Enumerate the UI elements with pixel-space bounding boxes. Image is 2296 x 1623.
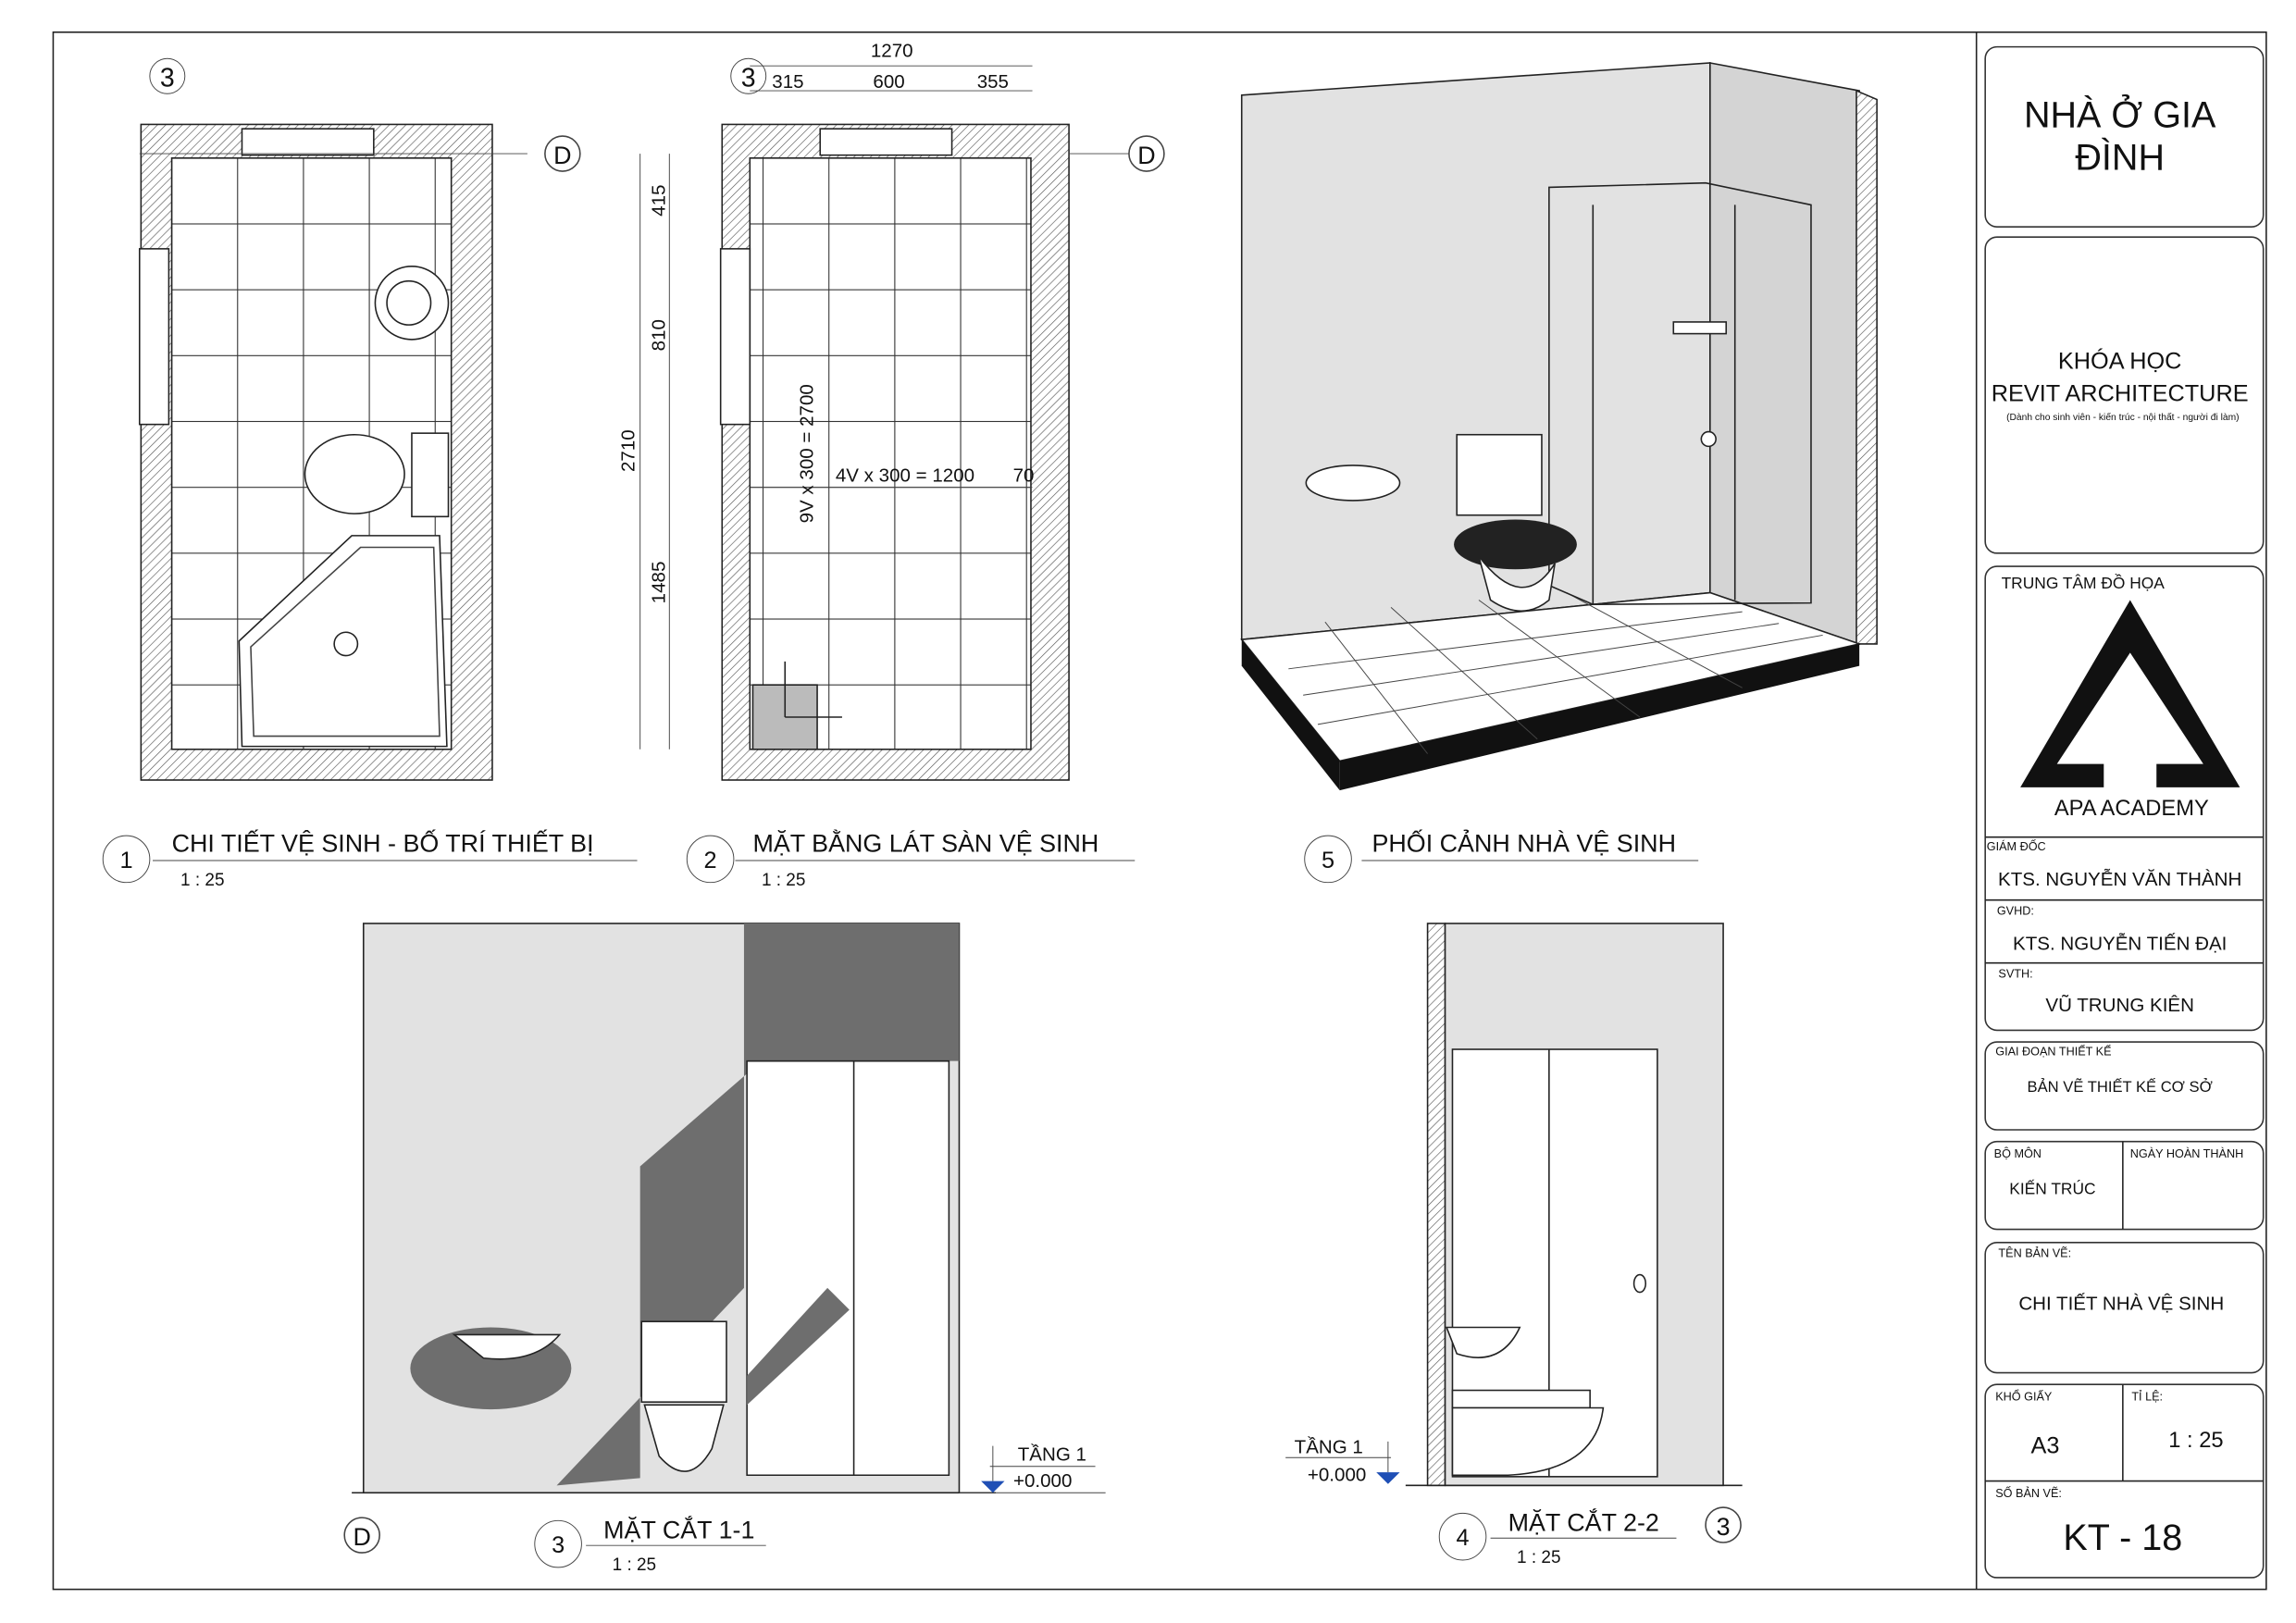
level-elevation: +0.000 — [1013, 1470, 1072, 1492]
perspective-view — [1240, 62, 1878, 791]
scale-value: 1 : 25 — [2168, 1429, 2223, 1453]
view-title-2: 2 MẶT BẰNG LÁT SÀN VỆ SINH 1 : 25 — [686, 828, 1136, 890]
course-title: KHÓA HỌC — [2058, 348, 2182, 375]
level-marker-section-2: TẦNG 1 +0.000 — [1285, 1437, 1400, 1486]
grid-bubble-d: D — [343, 1517, 380, 1554]
grid-label: D — [353, 1523, 370, 1551]
plan-fixture-layout — [138, 123, 527, 781]
dim-h3: 1485 — [649, 562, 670, 604]
dim-tile-remainder: 70 — [1013, 465, 1035, 486]
dim-w2: 600 — [873, 71, 904, 93]
dim-overall-height: 2710 — [617, 429, 639, 472]
view-scale: 1 : 25 — [613, 1555, 656, 1575]
phase-label: GIAI ĐOẠN THIẾT KẾ — [1995, 1044, 2111, 1058]
view-number: 2 — [704, 848, 717, 873]
view-title: MẶT CẮT 1-1 — [603, 1515, 754, 1543]
view-title: PHỐI CẢNH NHÀ VỆ SINH — [1371, 827, 1676, 857]
sheet-number: KT - 18 — [2063, 1518, 2182, 1558]
scale-label: TỈ LỆ: — [2131, 1390, 2163, 1404]
grid-label: D — [1137, 142, 1155, 169]
view-number: 3 — [552, 1532, 565, 1558]
grid-label: 3 — [741, 63, 756, 93]
view-number: 4 — [1457, 1525, 1470, 1551]
view-title: MẶT CẮT 2-2 — [1508, 1507, 1659, 1536]
department-value: KIẾN TRÚC — [2009, 1180, 2095, 1198]
section-1-1 — [352, 923, 1106, 1494]
student-label: SVTH: — [1998, 968, 2032, 981]
dimensions: 1270 315 600 355 2710 415 810 1485 9V x … — [617, 41, 1034, 750]
title-block: NHÀ Ở GIA ĐÌNH KHÓA HỌC REVIT ARCHITECTU… — [1984, 45, 2265, 1579]
view-number: 5 — [1322, 848, 1334, 873]
director-name: KTS. NGUYỄN VĂN THÀNH — [1998, 869, 2241, 890]
sheet-no-label: SỐ BẢN VẼ: — [1995, 1486, 2062, 1500]
grid-bubble-d: D — [1069, 135, 1165, 172]
dim-w3: 355 — [977, 71, 1009, 93]
center-label: TRUNG TÂM ĐỒ HỌA — [2002, 574, 2166, 592]
drawing-name: CHI TIẾT NHÀ VỆ SINH — [2018, 1294, 2224, 1315]
project-title: ĐÌNH — [2075, 137, 2165, 178]
advisor-name: KTS. NGUYỄN TIẾN ĐẠI — [2013, 933, 2227, 954]
grid-label: D — [553, 142, 571, 169]
advisor-label: GVHD: — [1997, 905, 2034, 918]
view-title: MẶT BẰNG LÁT SÀN VỆ SINH — [752, 828, 1098, 857]
paper-value: A3 — [2031, 1433, 2060, 1459]
grid-label: 3 — [160, 63, 175, 93]
apa-logo — [2020, 600, 2240, 791]
logo-text: APA ACADEMY — [2054, 797, 2209, 821]
student-name: VŨ TRUNG KIÊN — [2045, 994, 2194, 1016]
level-elevation: +0.000 — [1308, 1465, 1366, 1486]
level-name: TẦNG 1 — [1018, 1443, 1086, 1465]
grid-bubble-3: 3 — [730, 57, 767, 94]
sheet-border — [52, 31, 2267, 1591]
view-title-4: 4 MẶT CẮT 2-2 1 : 25 — [1438, 1507, 1677, 1567]
course-title: REVIT ARCHITECTURE — [1992, 380, 2249, 406]
dim-w1: 315 — [772, 71, 803, 93]
view-scale: 1 : 25 — [1517, 1548, 1560, 1567]
view-scale: 1 : 25 — [180, 871, 224, 890]
dim-h2: 810 — [649, 319, 670, 351]
paper-label: KHỔ GIẤY — [1995, 1390, 2053, 1404]
view-title-1: 1 CHI TIẾT VỆ SINH - BỐ TRÍ THIẾT BỊ 1 :… — [102, 827, 638, 890]
view-title-5: 5 PHỐI CẢNH NHÀ VỆ SINH — [1304, 827, 1699, 884]
grid-bubble-3: 3 — [149, 57, 186, 94]
level-name: TẦNG 1 — [1295, 1437, 1363, 1458]
grid-bubble-3: 3 — [1705, 1506, 1742, 1543]
plan-floor-tiling — [719, 123, 1070, 781]
dim-tile-vertical: 9V x 300 = 2700 — [796, 384, 817, 523]
grid-label: 3 — [1717, 1513, 1731, 1541]
drawing-name-label: TÊN BẢN VẼ: — [1998, 1246, 2071, 1260]
view-title: CHI TIẾT VỆ SINH - BỐ TRÍ THIẾT BỊ — [172, 827, 594, 857]
level-marker-section-1: TẦNG 1 +0.000 — [981, 1443, 1096, 1493]
completion-label: NGÀY HOÀN THÀNH — [2130, 1146, 2243, 1160]
dim-h1: 415 — [649, 185, 670, 217]
view-title-3: 3 MẶT CẮT 1-1 1 : 25 — [534, 1515, 766, 1575]
dim-overall-width: 1270 — [871, 41, 913, 62]
view-scale: 1 : 25 — [762, 871, 805, 890]
grid-bubble-d: D — [544, 135, 581, 172]
view-number: 1 — [120, 848, 133, 873]
director-label: GIÁM ĐỐC — [1987, 839, 2046, 853]
phase-value: BẢN VẼ THIẾT KẾ CƠ SỞ — [2028, 1077, 2213, 1096]
section-2-2 — [1405, 923, 1743, 1487]
course-subtitle: (Dành cho sinh viên - kiến trúc - nội th… — [2006, 412, 2240, 423]
project-title: NHÀ Ở GIA — [2024, 94, 2216, 136]
department-label: BỘ MÔN — [1994, 1146, 2042, 1160]
dim-tile-horizontal: 4V x 300 = 1200 — [836, 465, 974, 486]
